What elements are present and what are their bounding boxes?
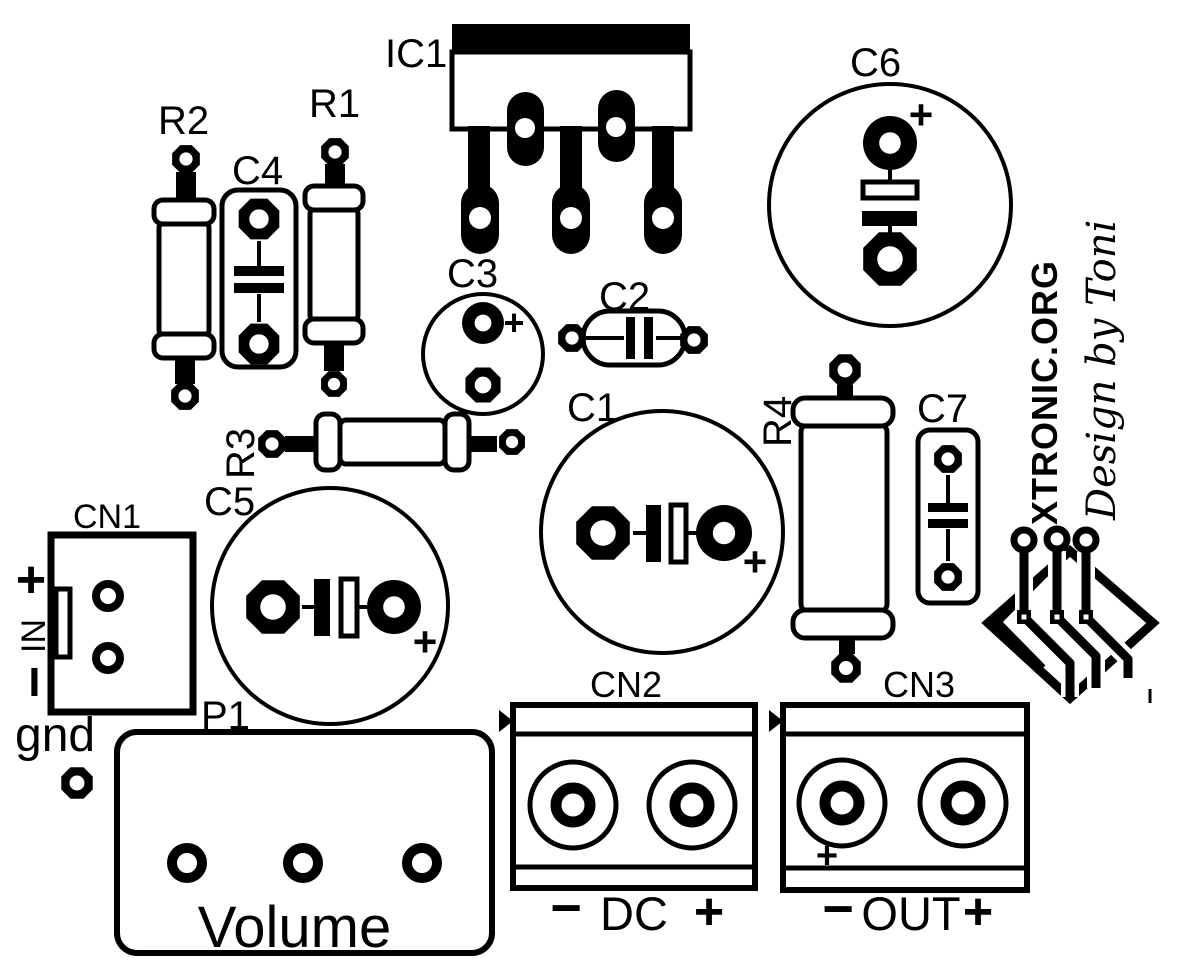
c1-plus-mark: +: [742, 538, 768, 585]
logo-traces: [1019, 551, 1133, 697]
label-c2: C2: [599, 275, 651, 319]
label-cn3: CN3: [883, 664, 956, 705]
label-ic1: IC1: [385, 32, 448, 76]
component-c7: [915, 427, 981, 606]
component-ic1: [449, 24, 693, 254]
ic1-heatsink-tab: [452, 24, 690, 54]
label-gnd: gnd: [15, 709, 96, 762]
connector-cn3: [769, 702, 1030, 893]
label-r2: R2: [158, 99, 210, 143]
component-p1: [114, 729, 495, 956]
connector-cn2: [499, 702, 758, 891]
cn2-minus-mark: −: [550, 878, 582, 938]
label-r4: R4: [756, 395, 800, 447]
label-cn1: CN1: [73, 498, 142, 536]
component-c4: [219, 187, 299, 370]
label-c4: C4: [232, 149, 284, 193]
c6-plus-mark: +: [908, 91, 934, 138]
cn2-notch: [499, 710, 513, 732]
label-c1: C1: [567, 386, 619, 430]
c5-plus-mark: +: [412, 618, 438, 665]
label-r3: R3: [219, 427, 263, 479]
label-in: IN: [15, 619, 53, 653]
component-c2: [558, 308, 708, 368]
cn3-notch: [769, 710, 783, 732]
cn3-plus-mark: +: [962, 883, 994, 941]
label-c5: C5: [204, 480, 256, 524]
label-volume: Volume: [197, 895, 392, 960]
cn3-minus-mark: −: [822, 879, 854, 939]
component-c1: [539, 409, 785, 655]
label-c7: C7: [917, 387, 969, 431]
component-r2: [151, 145, 217, 410]
brand-credit-text: Design by Toni: [1079, 219, 1125, 520]
logo-joints: [1017, 610, 1093, 624]
gnd-pad: [61, 767, 93, 799]
cn2-plus-mark: +: [693, 883, 725, 941]
label-dc: DC: [600, 887, 668, 940]
component-c3: [421, 292, 545, 416]
brand-logo: [981, 525, 1160, 705]
label-cn2: CN2: [590, 664, 663, 705]
component-r1: [302, 138, 366, 397]
cn3-aux-plus-mark: +: [815, 835, 839, 877]
label-r1: R1: [309, 82, 361, 126]
label-out: OUT: [861, 887, 961, 940]
ic1-body: [449, 49, 693, 132]
component-r4: [790, 354, 896, 683]
brand-site-text: XTRONIC.ORG: [1024, 259, 1065, 525]
component-c6: [767, 82, 1013, 328]
c3-plus-mark: +: [503, 302, 525, 343]
cn1-plus-mark: +: [15, 551, 47, 609]
logo-pads: [1010, 525, 1100, 554]
label-p1: P1: [201, 694, 250, 738]
label-c6: C6: [850, 41, 902, 85]
connector-cn1: [47, 531, 197, 799]
component-r3: [258, 411, 525, 473]
label-c3: C3: [447, 252, 499, 296]
cn1-minus-mark: −: [2, 665, 65, 699]
component-c5: [210, 486, 450, 726]
